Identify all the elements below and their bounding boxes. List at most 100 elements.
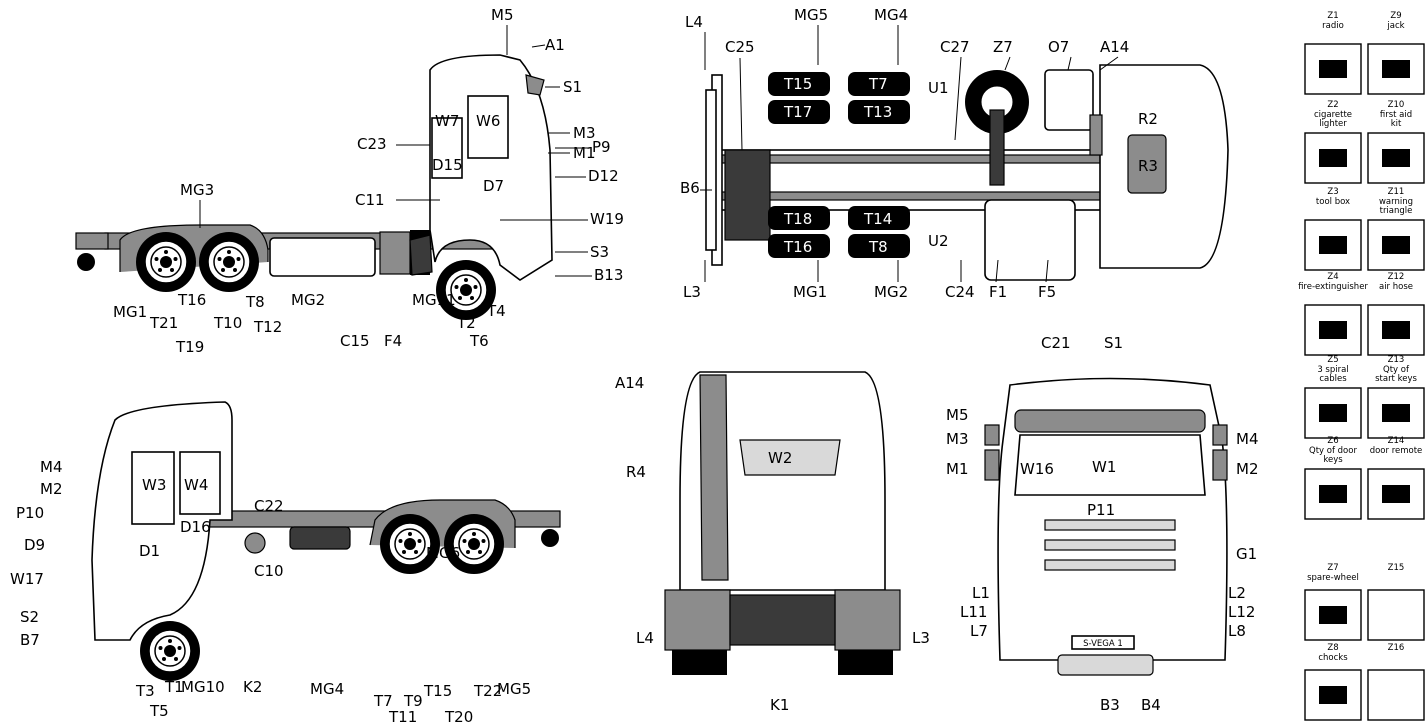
label-L12: L12 [1228, 603, 1255, 621]
door-key-icon-glyph [1319, 485, 1347, 503]
label-D7: D7 [483, 177, 504, 195]
spiral-cables-icon [1304, 387, 1362, 439]
label-MG4: MG4 [874, 6, 908, 24]
equipment-name: cables [1319, 374, 1347, 384]
label-C15: C15 [340, 332, 370, 350]
label-G1: G1 [1236, 545, 1257, 563]
equipment-code: Z8 [1327, 643, 1338, 653]
tool-box-icon-glyph [1319, 236, 1347, 254]
equipment-code: Z13 [1388, 355, 1405, 365]
label-M5: M5 [491, 6, 514, 24]
label-T10: T10 [213, 314, 242, 332]
label-L4: L4 [685, 13, 703, 31]
label-M5-front: M5 [946, 406, 969, 424]
label-C23: C23 [357, 135, 387, 153]
label-T2: T2 [456, 314, 476, 332]
label-Z7: Z7 [993, 38, 1013, 56]
equipment-code: Z14 [1388, 436, 1405, 446]
label-C21: C21 [1041, 334, 1071, 352]
label-MG6: MG6 [426, 544, 460, 562]
equipment-code: Z2 [1327, 100, 1338, 110]
equipment-Z15: Z15 [1367, 563, 1425, 641]
jack-icon [1367, 43, 1425, 95]
label-S2: S2 [20, 608, 39, 626]
equipment-code: Z10 [1388, 100, 1405, 110]
equipment-name: lighter [1319, 119, 1347, 129]
label-C22: C22 [254, 497, 284, 515]
label-M4: M4 [40, 458, 63, 476]
equipment-name: fire-extinguisher [1298, 282, 1368, 292]
label-C25: C25 [725, 38, 755, 56]
label-MG1-top: MG1 [793, 283, 827, 301]
label-S3: S3 [590, 243, 609, 261]
label-M2: M2 [40, 480, 63, 498]
blank-box [1367, 589, 1425, 641]
equipment-name: Qty of door [1309, 446, 1357, 456]
label-T19: T19 [175, 338, 204, 356]
label-L1: L1 [972, 584, 990, 602]
label-T14: T14 [863, 210, 892, 228]
door-remote-icon-glyph [1382, 485, 1410, 503]
label-C24: C24 [945, 283, 975, 301]
equipment-name: spare-wheel [1307, 573, 1359, 583]
label-P10: P10 [16, 504, 44, 522]
radio-icon-glyph [1319, 60, 1347, 78]
equipment-name: keys [1323, 455, 1343, 465]
blank-box [1367, 669, 1425, 721]
label-R4: R4 [626, 463, 646, 481]
label-MG1: MG1 [113, 303, 147, 321]
equipment-name: air hose [1379, 282, 1413, 292]
label-W2: W2 [768, 449, 792, 467]
air-hose-icon-glyph [1382, 321, 1410, 339]
label-K1: K1 [770, 696, 789, 714]
equipment-name: cigarette [1314, 110, 1352, 120]
label-U1: U1 [928, 79, 949, 97]
tyre-T15 [768, 72, 830, 96]
label-B4: B4 [1141, 696, 1161, 714]
equipment-code: Z15 [1388, 563, 1405, 573]
label-T5: T5 [149, 702, 169, 720]
label-T21: T21 [149, 314, 178, 332]
label-MG11: MG11 [412, 291, 456, 309]
label-T15: T15 [783, 75, 812, 93]
label-MG3: MG3 [180, 181, 214, 199]
label-D15: D15 [432, 156, 463, 174]
label-L4-rear: L4 [636, 629, 654, 647]
label-T15-left: T15 [423, 682, 452, 700]
label-C10: C10 [254, 562, 284, 580]
label-L8: L8 [1228, 622, 1246, 640]
cigarette-lighter-icon-glyph [1319, 149, 1347, 167]
spare-wheel-icon-glyph [1319, 606, 1347, 624]
fire-extinguisher-icon-glyph [1319, 321, 1347, 339]
top-view [705, 64, 1229, 281]
equipment-name: door remote [1370, 446, 1423, 456]
equipment-Z16: Z16 [1367, 643, 1425, 721]
label-L3-rear: L3 [912, 629, 930, 647]
label-T8-top: T8 [868, 238, 888, 256]
license-plate: S-VEGA 1 [1083, 639, 1123, 649]
right-side-view [75, 54, 553, 321]
label-P9: P9 [592, 138, 611, 156]
warning-triangle-icon-glyph [1382, 236, 1410, 254]
label-MG5-left: MG5 [497, 680, 531, 698]
label-F1: F1 [989, 283, 1007, 301]
label-W6: W6 [476, 112, 500, 130]
label-W4: W4 [184, 476, 208, 494]
left-side-view [91, 401, 561, 682]
spare-wheel-icon [1304, 589, 1362, 641]
label-W17: W17 [10, 570, 44, 588]
equipment-name: Qty of [1383, 365, 1410, 375]
spiral-cables-icon-glyph [1319, 404, 1347, 422]
start-key-icon-glyph [1382, 404, 1410, 422]
